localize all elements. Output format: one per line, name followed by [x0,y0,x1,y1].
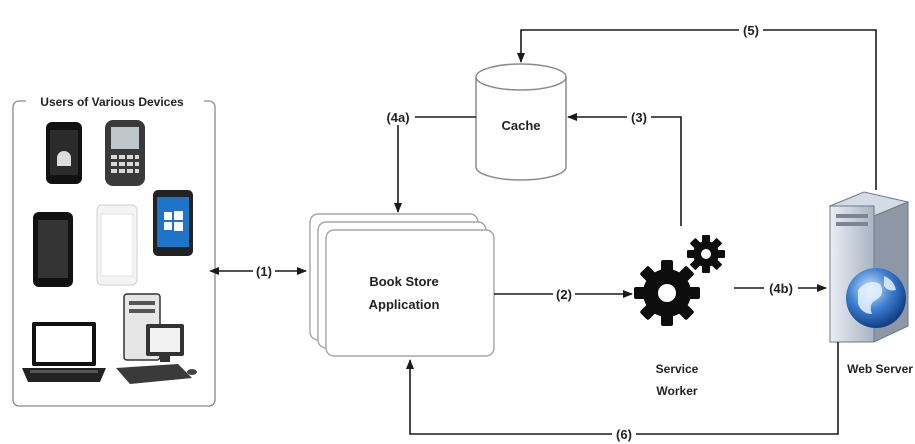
service-worker-label-line2: Worker [656,384,697,398]
windows-phone-icon [153,190,193,256]
edge-4a-line [394,116,476,213]
service-worker-label-line1: Service [656,362,699,376]
app-label-line2: Application [369,297,440,312]
app-label-line1: Book Store [369,274,438,289]
edge-6-label: (6) [616,427,632,442]
edge-5-label: (5) [743,23,759,38]
edge-1-label: (1) [256,264,272,279]
gears-icon [634,235,725,326]
laptop-icon [22,322,106,382]
white-phone-icon [96,204,138,286]
book-store-application-node: Book Store Application [309,213,495,357]
desktop-computer-icon [116,293,197,384]
edge-4b-label: (4b) [769,281,793,296]
tablet-icon [33,212,73,287]
web-server-label: Web Server [847,362,913,376]
edge-4a-label: (4a) [386,110,409,125]
blackberry-phone-icon [105,120,145,186]
edge-3-label: (3) [631,110,647,125]
edge-labels: (1) (2) (3) (4a) (4b) (5) (6) [253,22,798,442]
edge-5-line [517,29,877,190]
cache-label: Cache [501,118,540,133]
edge-2-label: (2) [556,287,572,302]
edge-3-line [567,113,682,226]
users-group-title: Users of Various Devices [40,95,184,109]
cache-node: Cache [475,63,567,181]
server-globe-icon [828,191,910,343]
android-phone-icon [46,122,82,184]
